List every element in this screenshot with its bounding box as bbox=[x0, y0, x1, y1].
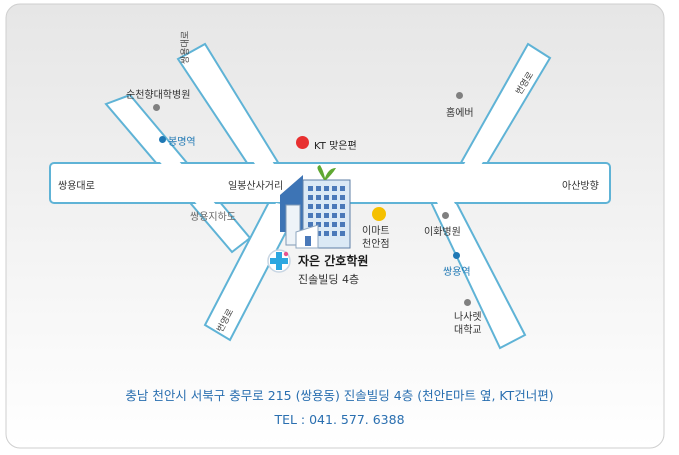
label-ssangyong-daero: 쌍용대로 bbox=[58, 181, 95, 192]
pin-bongmyeong-station bbox=[159, 136, 166, 143]
label-ewha: 이화병원 bbox=[424, 227, 461, 238]
label-nazarene-line1: 나사렛 bbox=[454, 312, 482, 323]
label-kt: KT 맞은편 bbox=[314, 141, 357, 152]
pin-ewha bbox=[442, 212, 449, 219]
label-nazarene-line2: 대학교 bbox=[454, 325, 482, 336]
footer-tel: TEL : 041. 577. 6388 bbox=[274, 412, 405, 427]
pin-emart bbox=[372, 207, 386, 221]
pin-ssangyong-station bbox=[453, 252, 460, 259]
label-asan-direction: 아산방향 bbox=[562, 181, 599, 192]
label-ilbongsan-intersection: 일봉산사거리 bbox=[228, 181, 284, 192]
pin-homeplus bbox=[456, 92, 463, 99]
label-bongmyeong-station: 봉명역 bbox=[168, 137, 196, 148]
label-soonchunhyang: 순천향대학병원 bbox=[126, 90, 191, 101]
label-emart-line2: 천안점 bbox=[362, 239, 390, 250]
pin-nazarene bbox=[464, 299, 471, 306]
academy-building: 진솔빌딩 4층 bbox=[298, 273, 360, 286]
pin-kt bbox=[296, 136, 309, 149]
label-emart: 이마트 천안점 bbox=[362, 225, 390, 251]
label-road-top-left: 쌍용대로 bbox=[181, 30, 191, 64]
building-icon bbox=[280, 165, 351, 249]
label-ssangyong-station: 쌍용역 bbox=[443, 267, 471, 278]
footer-address: 충남 천안시 서북구 충무로 215 (쌍용동) 진솔빌딩 4층 (천안E마트 … bbox=[125, 388, 554, 403]
nursing-logo-icon bbox=[267, 249, 291, 273]
academy-name: 자은 간호학원 bbox=[298, 254, 369, 268]
label-nazarene: 나사렛 대학교 bbox=[454, 311, 482, 337]
label-ssangyong-underpass: 쌍용지하도 bbox=[190, 212, 236, 223]
label-emart-line1: 이마트 bbox=[362, 226, 390, 237]
label-homeplus: 홈에버 bbox=[446, 108, 474, 119]
pin-soonchunhyang bbox=[153, 104, 160, 111]
